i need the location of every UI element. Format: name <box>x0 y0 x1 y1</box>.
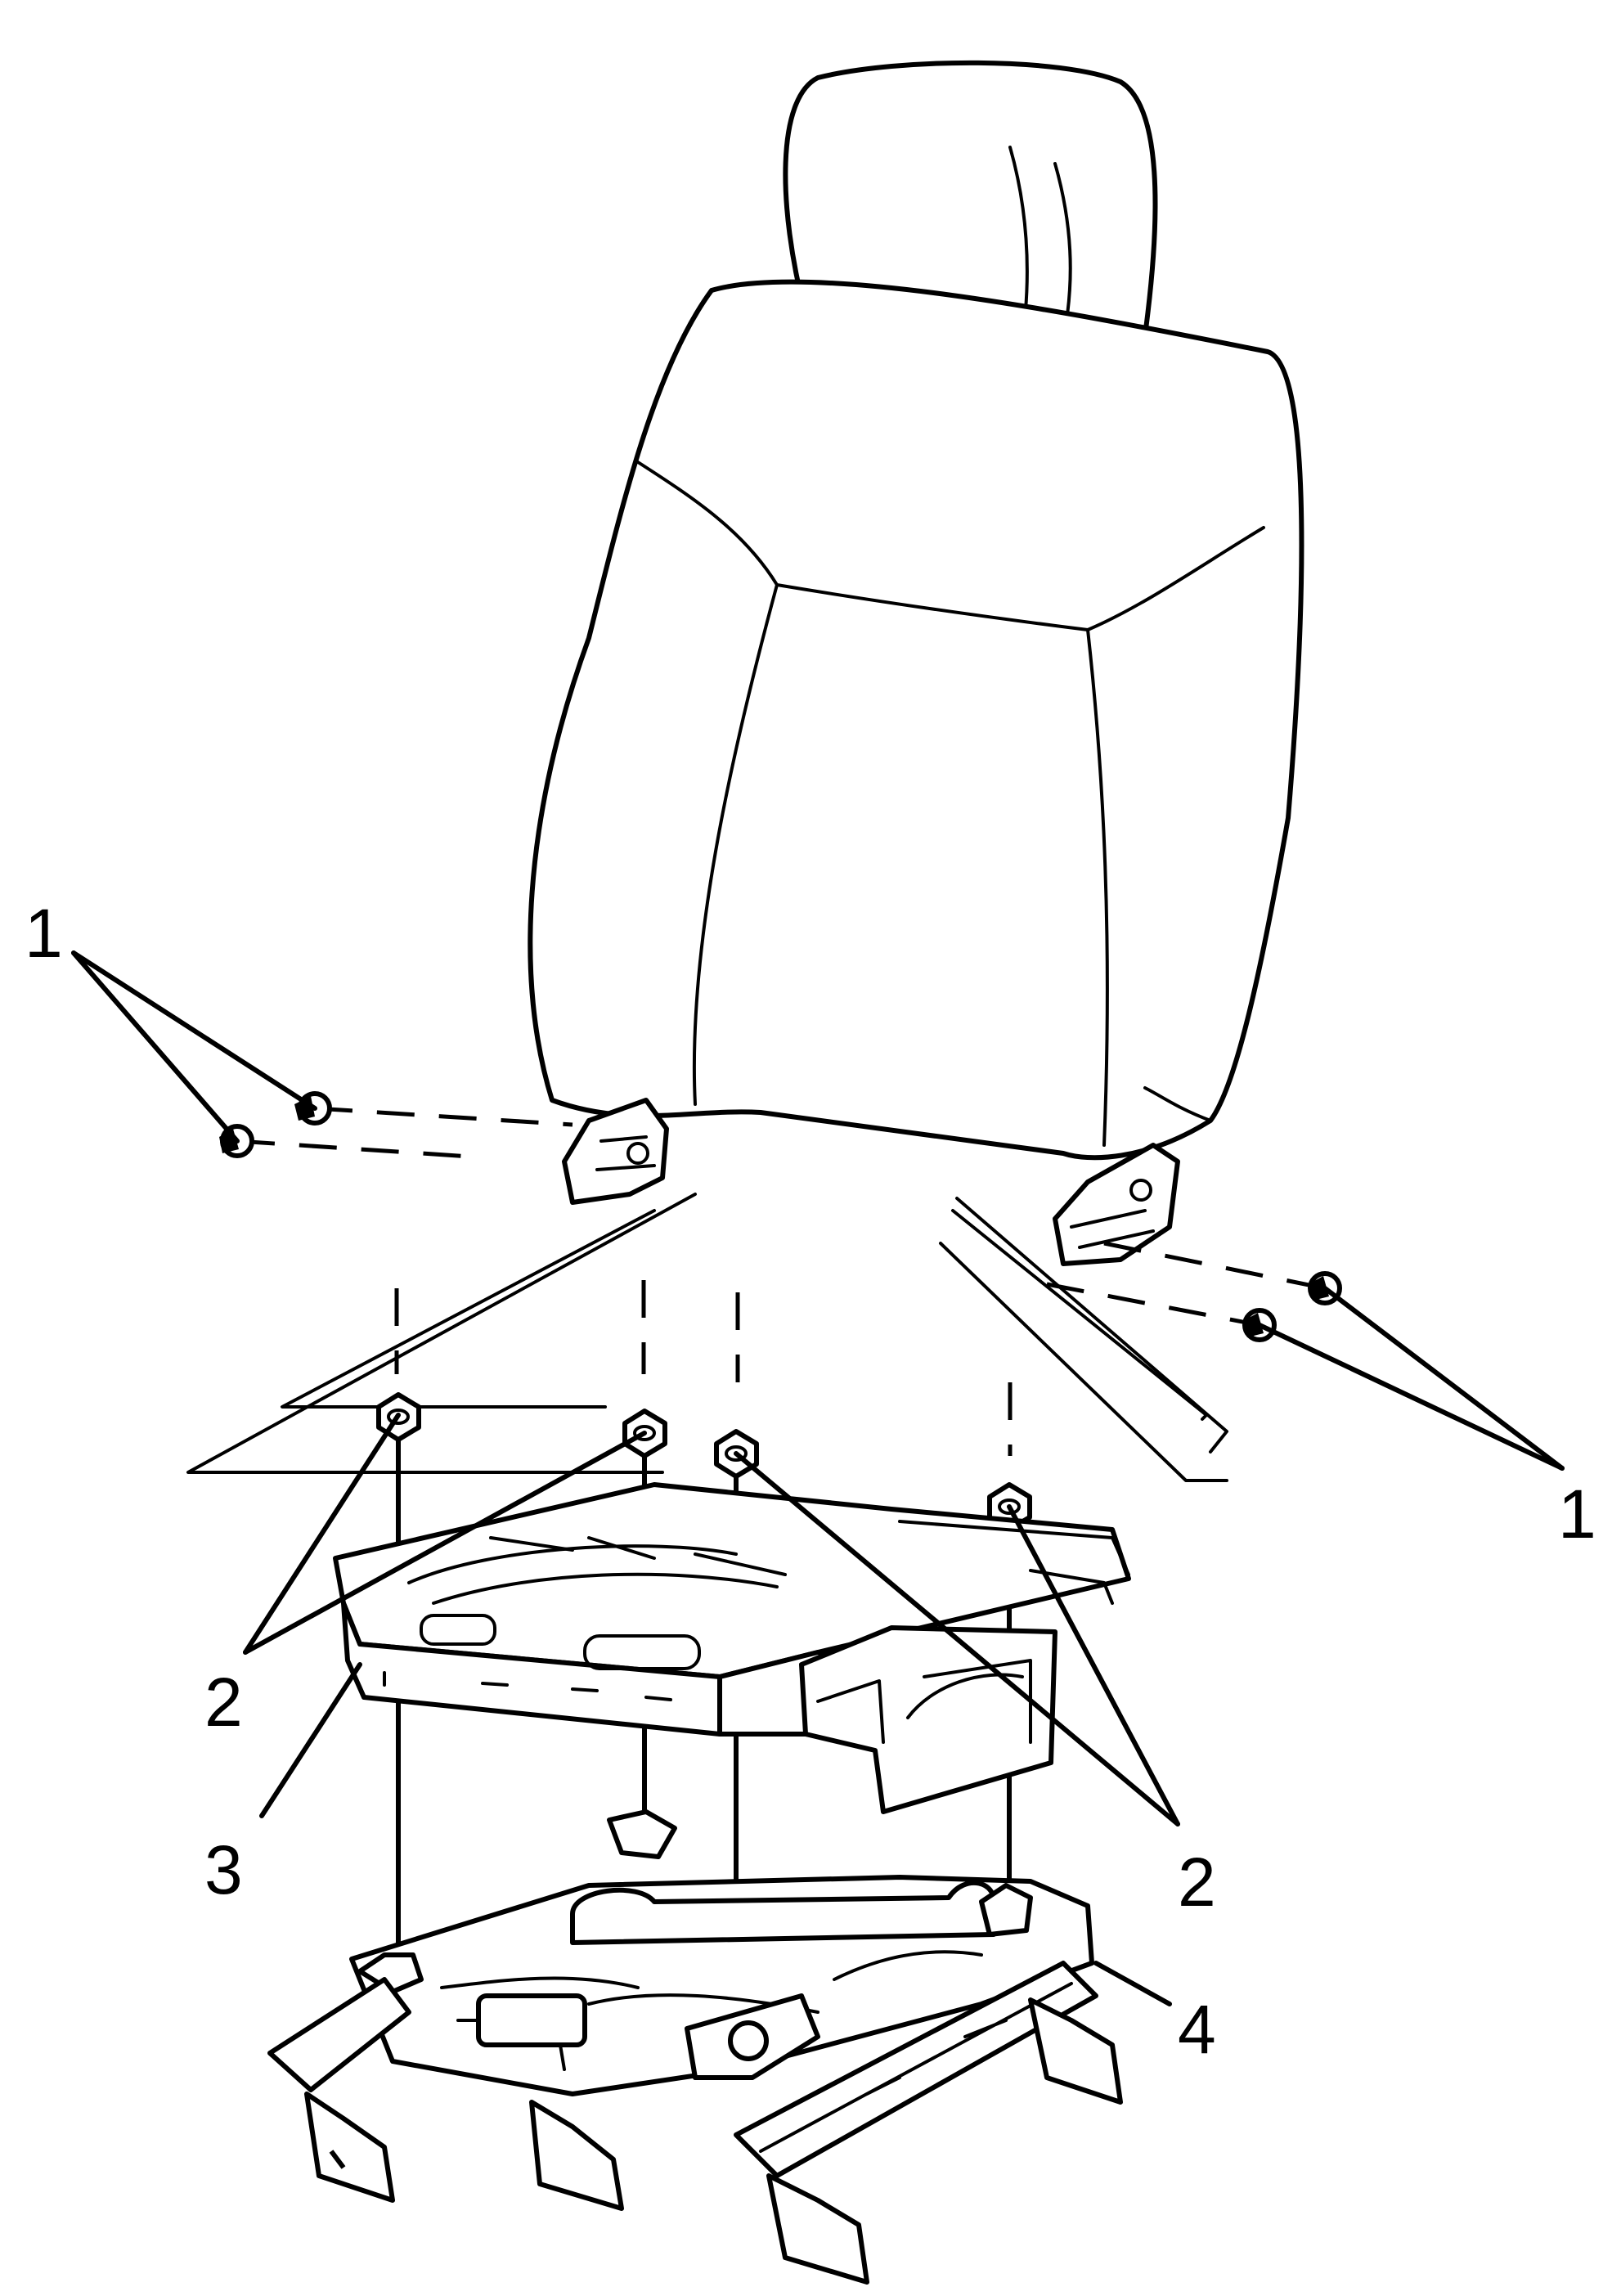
seat-track-left <box>267 1977 411 2203</box>
callout-2-left: 2 <box>204 1664 243 1741</box>
callout-1-left: 1 <box>25 895 63 972</box>
seat-feet <box>529 2100 624 2211</box>
callout-3: 3 <box>204 1831 243 1908</box>
callout-1-right: 1 <box>1558 1476 1596 1552</box>
alignment-outline-left <box>186 1193 697 1474</box>
seat-back <box>528 279 1304 1161</box>
seatback-hinge-left <box>562 1098 669 1205</box>
seat-track-right <box>734 1961 1123 2285</box>
alignment-outline-right <box>939 1197 1228 1482</box>
callout-2-right: 2 <box>1178 1844 1216 1921</box>
seatback-hinge-right <box>1053 1143 1180 1266</box>
callout-labels: 1 1 2 2 3 4 <box>25 895 1596 2068</box>
seat-adjuster <box>349 1875 1094 2096</box>
seat-frame-right-edge <box>898 1520 1130 1605</box>
leader-lines <box>71 950 1565 2006</box>
seat-side-shield <box>799 1625 1057 1814</box>
fastener-paths <box>236 1106 1326 1456</box>
callout-4: 4 <box>1178 1991 1216 2068</box>
